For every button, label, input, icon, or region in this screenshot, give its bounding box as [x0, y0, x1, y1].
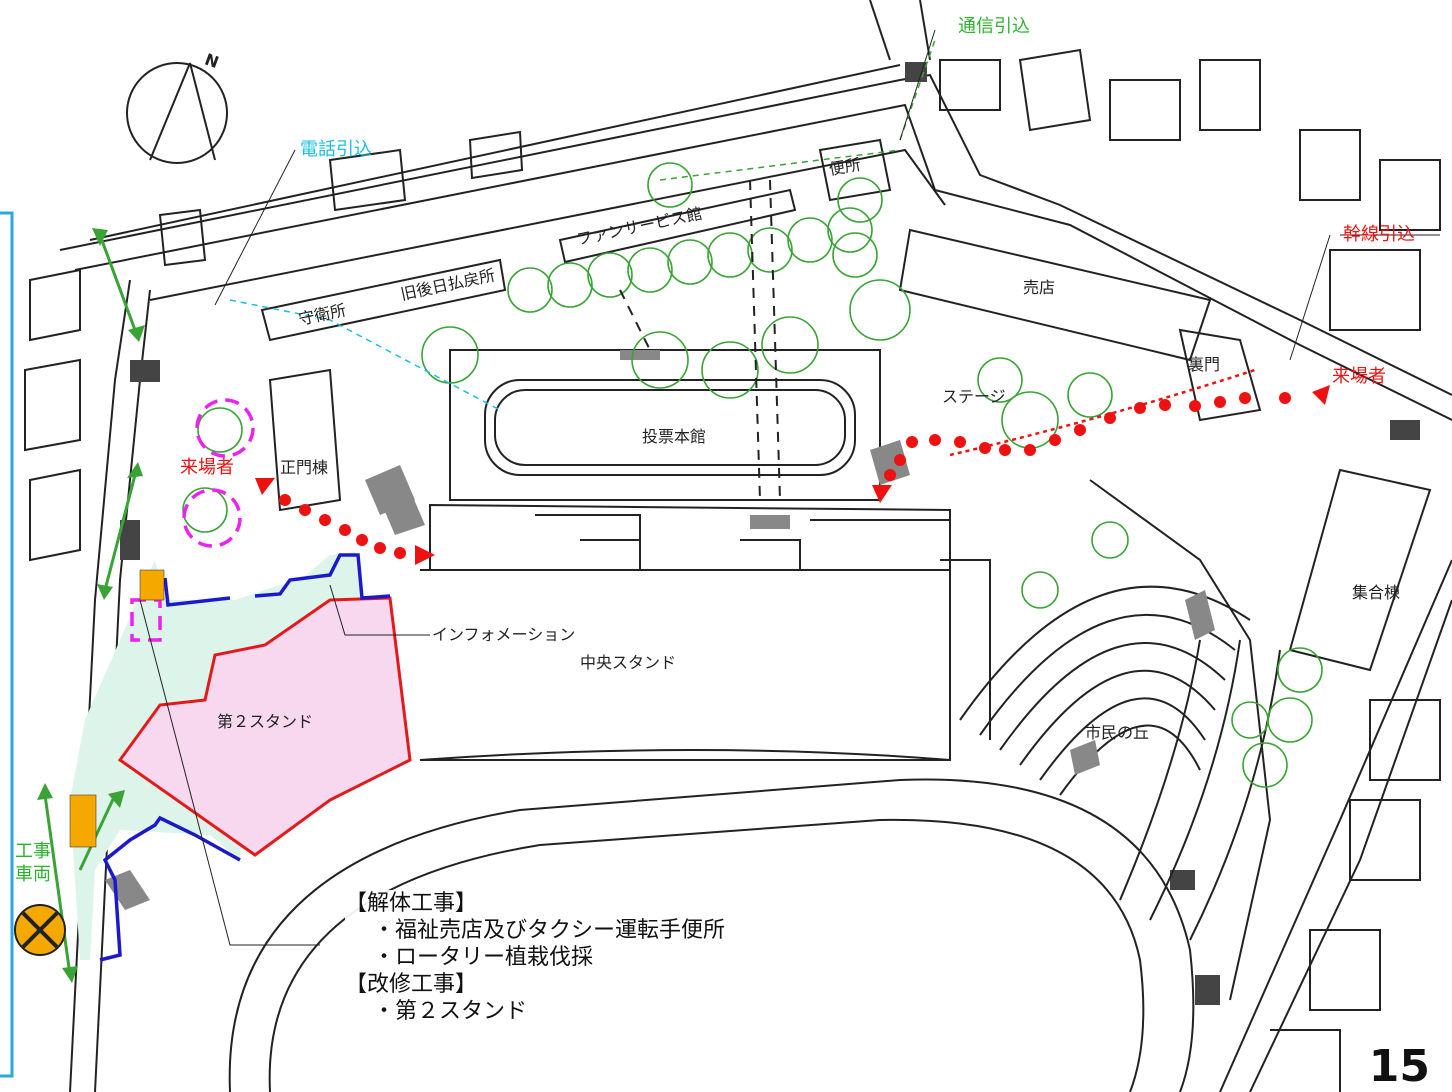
demolition-header: 【解体工事】	[345, 891, 478, 916]
page-number: 15	[1368, 1041, 1430, 1092]
demolition-item: ・福祉売店及びタクシー運転手便所	[373, 918, 726, 943]
label-visitors-right: 来場者	[1332, 366, 1386, 387]
label-shop: 売店	[1023, 278, 1055, 297]
label-stage: ステージ	[942, 387, 1006, 406]
visitor-route-right	[872, 385, 1330, 503]
label-visitors-left: 来場者	[180, 457, 234, 478]
service-lines	[619, 179, 781, 501]
work-notes: 【解体工事】 ・福祉売店及びタクシー運転手便所 ・ロータリー植栽伐採 【改修工事…	[345, 890, 815, 1025]
label-main-gate: 正門棟	[280, 458, 328, 477]
telecom-line	[659, 39, 936, 181]
label-main-voting: 投票本館	[642, 427, 706, 446]
shop-building	[898, 228, 1212, 362]
label-telecom: 通信引込	[958, 16, 1030, 37]
left-frame	[0, 211, 14, 1078]
label-vehicle-1: 工事	[15, 841, 51, 862]
toilet-building	[818, 138, 892, 202]
main-gate-building	[268, 368, 342, 512]
phone-line	[229, 299, 501, 411]
fan-service-building	[558, 188, 797, 264]
second-stand-area	[117, 596, 412, 857]
streets	[24, 0, 1452, 1092]
central-stand-building	[429, 503, 951, 571]
construction-fence	[99, 553, 391, 962]
label-vehicle-2: 車両	[15, 864, 51, 885]
label-assembly: 集合棟	[1352, 583, 1400, 602]
compass: N	[126, 50, 228, 164]
traffic-arrows	[43, 234, 137, 976]
main-voting-building	[449, 349, 881, 501]
label-citizen-hill: 市民の丘	[1085, 723, 1149, 742]
buildings	[228, 138, 1432, 1092]
crosswalks	[120, 62, 1420, 1005]
label-phone: 電話引込	[300, 139, 372, 160]
closed-gate-icon	[14, 904, 66, 956]
vehicle-markers	[69, 569, 165, 848]
label-back-gate: 裏門	[1188, 355, 1220, 374]
renovation-item: ・第２スタンド	[373, 999, 528, 1024]
label-fan-service: ファンサービス館	[575, 204, 704, 249]
label-central-stand: 中央スタンド	[580, 653, 676, 672]
traffic-arrowheads	[37, 228, 145, 983]
label-second-stand: 第２スタンド	[217, 712, 313, 731]
trees	[182, 162, 1323, 788]
label-trunk: 幹線引込	[1343, 224, 1415, 245]
label-toilet: 便所	[827, 155, 862, 179]
demolition-item: ・ロータリー植栽伐採	[373, 945, 594, 970]
label-information: インフォメーション	[432, 625, 575, 644]
running-track	[228, 778, 1195, 1092]
visitor-route-left	[255, 478, 435, 565]
renovation-header: 【改修工事】	[345, 972, 478, 997]
map-labels: 通信引込 電話引込 幹線引込 便所 ファンサービス館 旧後日払戻所 守衛所 売店…	[15, 16, 1415, 885]
leader-lines	[139, 29, 1440, 946]
compass-north-label: N	[202, 50, 221, 72]
guard-house	[260, 258, 507, 342]
assembly-building	[1288, 468, 1432, 672]
